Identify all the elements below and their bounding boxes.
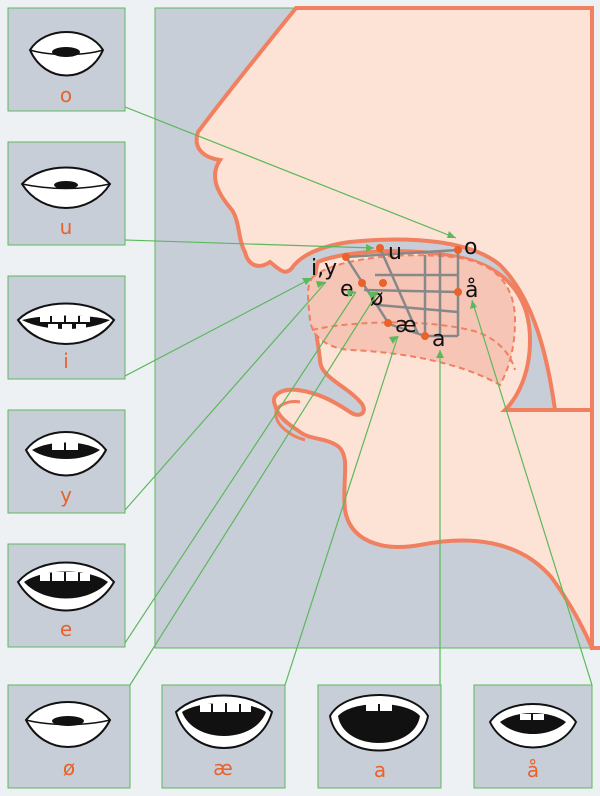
lip-label-e: e [60,617,72,641]
lip-box-u: u [8,142,125,245]
vowel-label-o: o [464,235,477,260]
lip-box-i: i [8,276,125,379]
lip-label-y: y [60,483,72,507]
lip-label-i: i [63,349,69,373]
vowel-dot-o [454,246,462,254]
vowel-label-ae: æ [395,313,417,338]
lip-box-y: y [8,410,125,513]
lip-label-ae: æ [213,756,233,780]
lip-box-oe: ø [8,685,130,788]
vowel-label-u: u [388,240,402,265]
lip-box-aa: å [474,685,592,788]
lip-box-ae: æ [162,685,285,788]
lip-label-u: u [60,215,73,239]
vowel-label-iy: i,y [311,256,337,281]
vowel-dot-ae [384,319,392,327]
lip-label-oe: ø [63,756,75,780]
vowel-label-aa: å [465,277,478,303]
vowel-dot-a [421,332,429,340]
lip-box-e: e [8,544,125,647]
vowel-dot-u [376,244,384,252]
lip-label-aa: å [527,758,539,782]
lip-box-a: a [318,685,441,788]
vowel-dot-iy [342,253,350,261]
vowel-dot-aa [454,288,462,296]
vowel-label-a: a [432,327,445,352]
vowel-dot-e [358,279,366,287]
lip-box-o: o [8,8,125,111]
lip-label-o: o [60,83,72,107]
lip-label-a: a [374,758,386,782]
vowel-label-oe: ø [370,286,383,311]
